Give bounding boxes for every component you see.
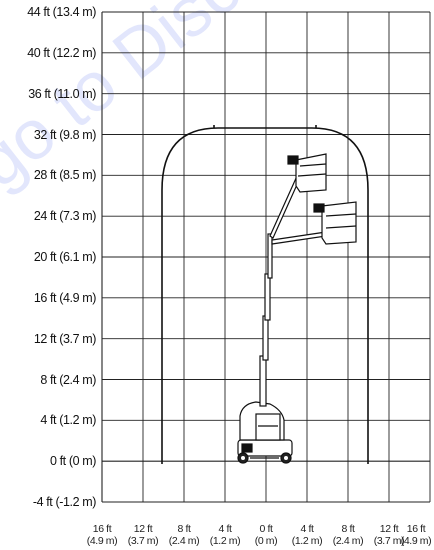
work-envelope-outline [161, 127, 369, 464]
y-tick-label: 8 ft (2.4 m) [40, 372, 96, 387]
x-tick-label: 12 ft(3.7 m) [373, 523, 405, 547]
y-tick-label: 4 ft (1.2 m) [40, 413, 96, 428]
machine-counterweight [241, 443, 253, 453]
x-tick-label: 16 ft(4.9 m) [400, 523, 432, 547]
x-tick-label: 4 ft(1.2 m) [209, 523, 241, 547]
machine-cabinet [255, 413, 281, 441]
platform-upper [295, 153, 327, 193]
mast-section-4 [267, 233, 273, 279]
grid [101, 11, 431, 503]
y-tick-label: 32 ft (9.8 m) [33, 127, 97, 142]
y-tick-label: 44 ft (13.4 m) [27, 5, 96, 19]
x-tick-label: 8 ft(2.4 m) [332, 523, 364, 547]
y-tick-label: 28 ft (8.5 m) [33, 168, 97, 183]
y-tick-label: 40 ft (12.2 m) [27, 45, 96, 60]
x-tick-label: 8 ft(2.4 m) [168, 523, 200, 547]
y-tick-label: 36 ft (11.0 m) [28, 86, 96, 101]
y-tick-label: 24 ft (7.3 m) [33, 209, 97, 224]
y-tick-label: 20 ft (6.1 m) [33, 250, 97, 264]
x-tick-label: 16 ft(4.9 m) [86, 523, 118, 547]
x-tick-label: 4 ft(1.2 m) [291, 523, 323, 547]
y-tick-label: 12 ft (3.7 m) [33, 331, 97, 346]
jib-arm-level [271, 231, 327, 245]
platform-level [321, 201, 357, 245]
x-tick-label: 12 ft(3.7 m) [127, 523, 159, 547]
y-tick-label: 16 ft (4.9 m) [33, 290, 97, 305]
mast-section-2 [262, 315, 269, 361]
y-tick-label: -4 ft (-1.2 m) [32, 495, 97, 509]
mast-section-3 [264, 273, 271, 321]
mast-section-1 [259, 355, 267, 407]
x-tick-label: 0 ft(0 m) [254, 523, 278, 547]
y-tick-label: 0 ft (0 m) [49, 454, 96, 469]
lift-machine [237, 153, 357, 464]
